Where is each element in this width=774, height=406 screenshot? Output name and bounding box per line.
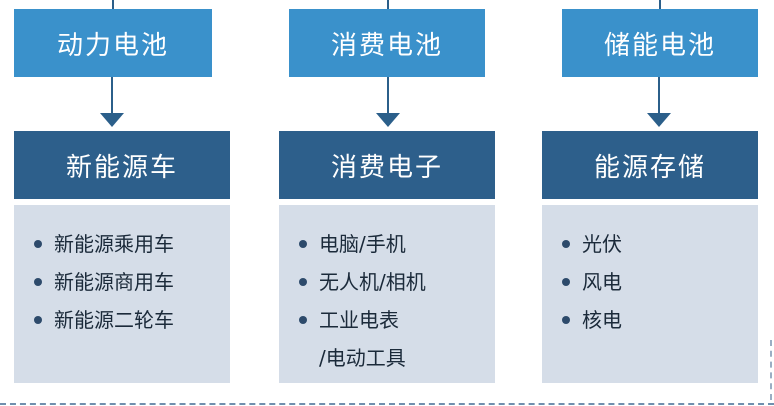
list-item: 核电: [562, 301, 758, 339]
list-item: 工业电表: [299, 301, 495, 339]
down-arrow-icon: [647, 77, 671, 127]
bullet-icon: [299, 316, 307, 324]
bullet-icon: [562, 278, 570, 286]
bullet-icon: [34, 316, 42, 324]
application-list: 光伏 风电 核电: [542, 205, 758, 383]
bullet-icon: [562, 316, 570, 324]
application-list: 新能源乘用车 新能源商用车 新能源二轮车: [14, 205, 230, 383]
dashed-divider-vertical: [770, 340, 772, 400]
battery-type-box: 储能电池: [562, 9, 758, 77]
application-box: 能源存储: [542, 131, 758, 199]
bullet-icon: [299, 278, 307, 286]
bullet-icon: [562, 240, 570, 248]
list-item: 风电: [562, 263, 758, 301]
list-item: 电脑/手机: [299, 225, 495, 263]
application-box: 消费电子: [279, 131, 495, 199]
list-item: 无人机/相机: [299, 263, 495, 301]
dashed-divider: [0, 403, 774, 405]
bullet-icon: [299, 240, 307, 248]
incoming-connector: [112, 0, 114, 9]
list-item: 新能源商用车: [34, 263, 230, 301]
list-item: 光伏: [562, 225, 758, 263]
down-arrow-icon: [376, 77, 400, 127]
battery-type-box: 动力电池: [14, 9, 212, 77]
bullet-icon: [34, 240, 42, 248]
battery-type-box: 消费电池: [289, 9, 485, 77]
incoming-connector: [387, 0, 389, 9]
application-box: 新能源车: [14, 131, 230, 199]
list-item: 新能源乘用车: [34, 225, 230, 263]
bullet-icon: [34, 278, 42, 286]
application-list: 电脑/手机 无人机/相机 工业电表 /电动工具: [279, 205, 495, 383]
incoming-connector: [659, 0, 661, 9]
list-item-continuation: /电动工具: [319, 346, 406, 370]
down-arrow-icon: [100, 77, 124, 127]
list-item: 新能源二轮车: [34, 301, 230, 339]
